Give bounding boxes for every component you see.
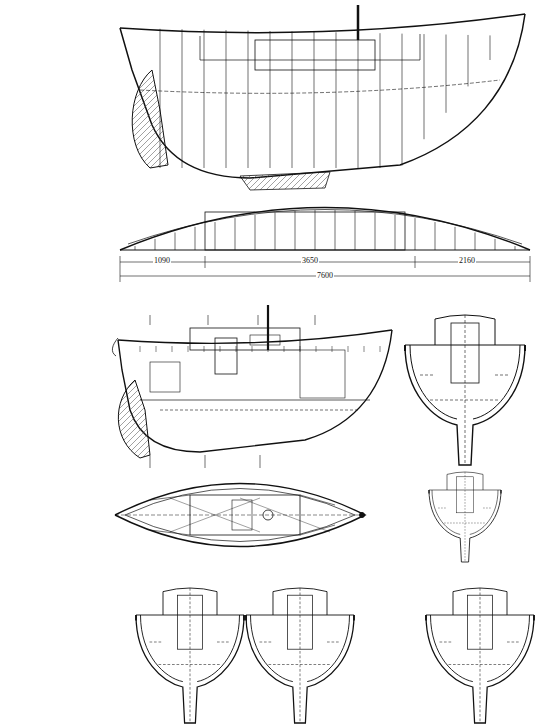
frame-line: [204, 346, 205, 352]
frame-line: [358, 33, 359, 168]
frame-line: [335, 210, 336, 250]
frame-line: [364, 346, 365, 352]
frame-line: [446, 35, 447, 113]
frame-line: [348, 346, 349, 352]
dimension-label: 3650: [301, 256, 319, 265]
frame-line: [380, 33, 381, 168]
frame-line: [402, 34, 403, 166]
frame-line: [495, 239, 496, 250]
dimension-label: 7600: [316, 271, 334, 280]
frame-line: [220, 346, 221, 352]
dimension-label: 1090: [153, 256, 171, 265]
frame-line: [172, 346, 173, 352]
frame-line: [375, 212, 376, 250]
frame-line: [155, 239, 156, 250]
frame-line: [395, 215, 396, 250]
frame-line: [332, 346, 333, 352]
frame-line: [490, 35, 491, 60]
frame-line: [300, 346, 301, 352]
frame-line: [160, 29, 161, 168]
frame-line: [195, 227, 196, 250]
frame-line: [295, 211, 296, 250]
frame-line: [236, 346, 237, 352]
frame-line: [135, 246, 136, 250]
frame-line: [156, 346, 157, 352]
frame-line: [424, 34, 425, 139]
frame-line: [315, 210, 316, 250]
frame-line: [226, 30, 227, 168]
dimension-label: 2160: [458, 256, 476, 265]
frame-line: [475, 232, 476, 250]
frame-line: [314, 32, 315, 168]
frame-line: [268, 346, 269, 352]
frame-line: [455, 227, 456, 250]
frame-line: [252, 346, 253, 352]
frame-line: [235, 218, 236, 250]
frame-line: [515, 246, 516, 250]
frame-line: [316, 346, 317, 352]
frame-line: [336, 32, 337, 168]
frame-line: [248, 31, 249, 168]
frame-line: [292, 31, 293, 168]
frame-line: [415, 218, 416, 250]
frame-line: [270, 31, 271, 168]
frame-line: [284, 346, 285, 352]
frame-line: [204, 30, 205, 168]
frame-line: [188, 346, 189, 352]
frame-line: [355, 211, 356, 250]
frame-line: [255, 215, 256, 250]
frame-line: [380, 346, 381, 352]
frame-line: [275, 212, 276, 250]
frame-line: [468, 35, 469, 86]
frame-line: [175, 232, 176, 250]
frame-line: [140, 346, 141, 352]
frame-line: [215, 222, 216, 250]
frame-line: [435, 222, 436, 250]
frame-line: [182, 29, 183, 168]
